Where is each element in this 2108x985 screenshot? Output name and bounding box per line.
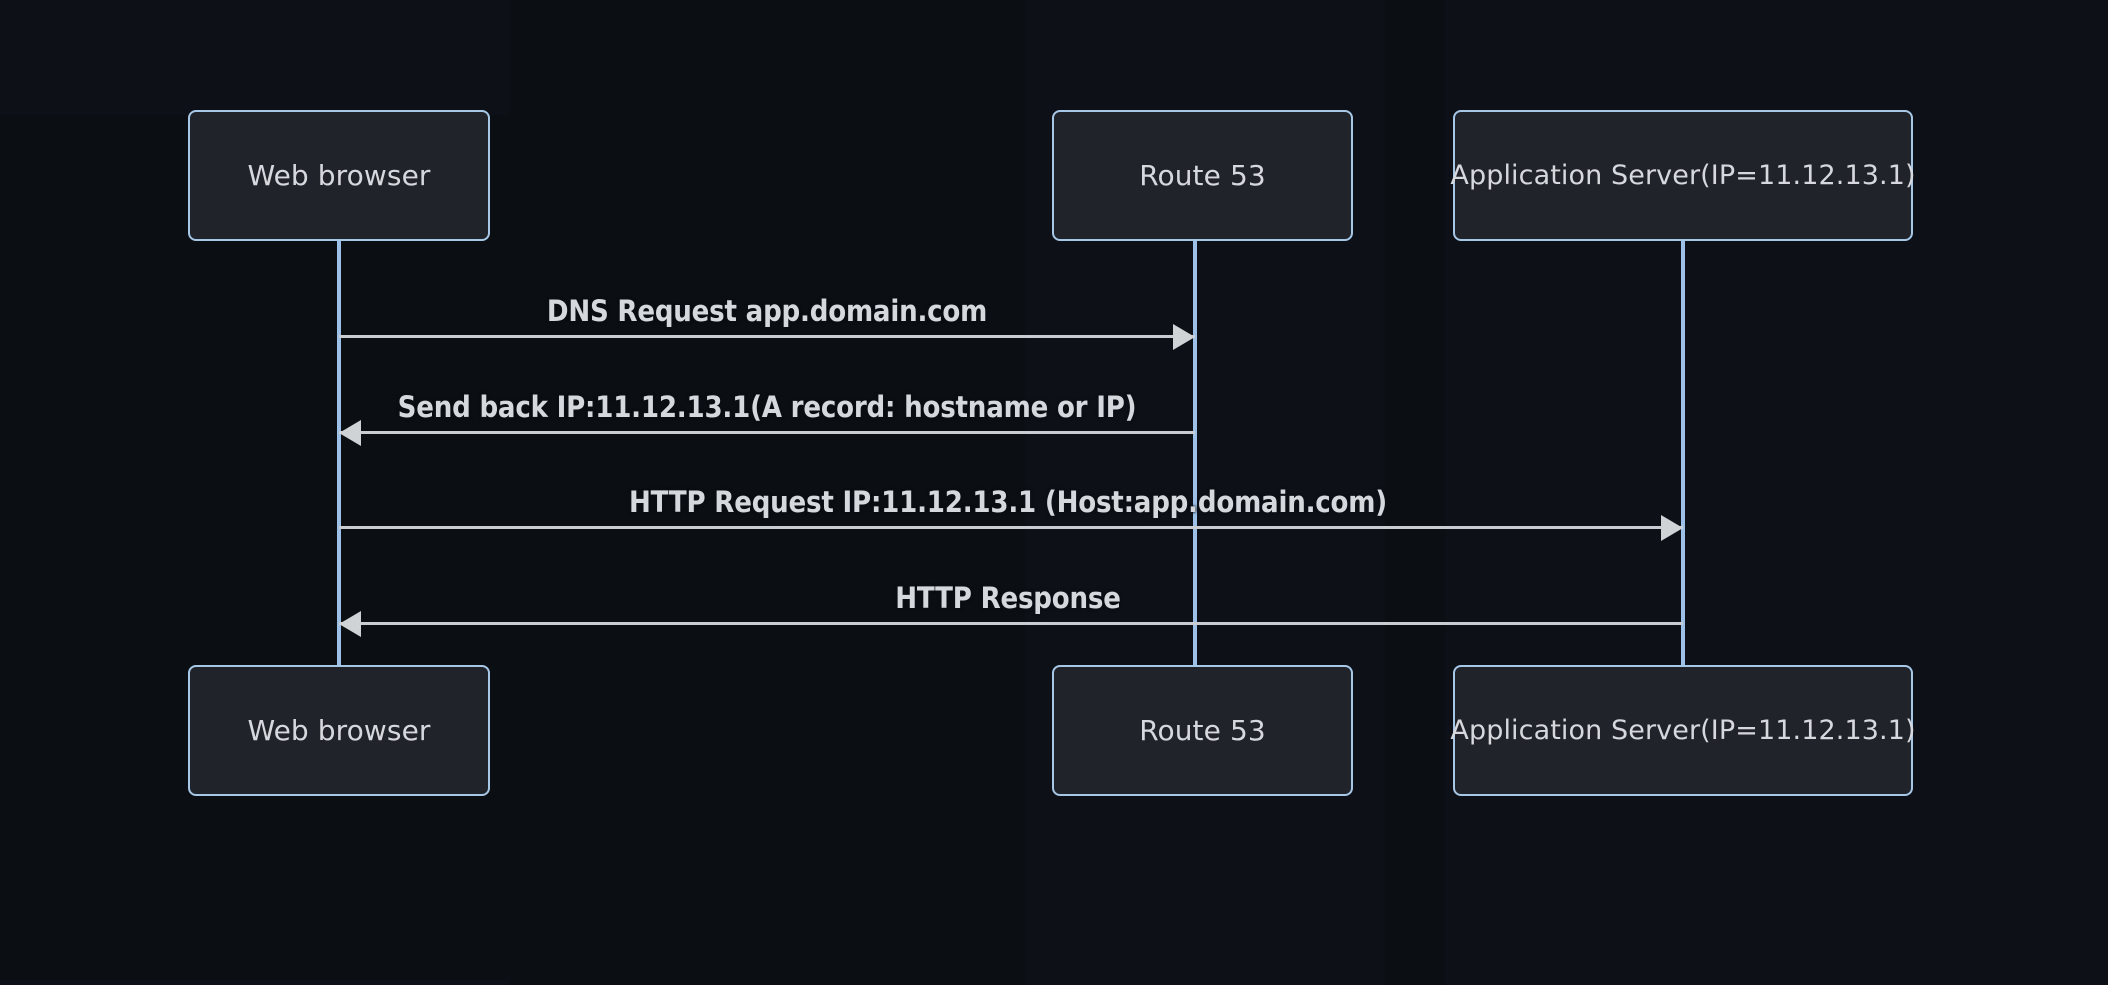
- lifeline-route-53: [1193, 241, 1197, 665]
- participant-box-route-53[interactable]: Route 53: [1052, 110, 1353, 241]
- lifeline-web-browser: [337, 241, 341, 665]
- lifeline-application-server: [1681, 241, 1685, 665]
- participant-label-application-server: Application Server(IP=11.12.13.1): [1450, 160, 1916, 191]
- participant-box-web-browser[interactable]: Web browser: [188, 110, 490, 241]
- participant-box-application-server[interactable]: Application Server(IP=11.12.13.1): [1450, 110, 1916, 241]
- participant-label-application-server-bottom: Application Server(IP=11.12.13.1): [1450, 715, 1916, 746]
- participant-label-web-browser-bottom: Web browser: [247, 714, 431, 747]
- message-label-send-back-ip: Send back IP:11.12.13.1(A record: hostna…: [397, 390, 1137, 424]
- message-line-http-request: [339, 526, 1683, 529]
- message-label-dns-request: DNS Request app.domain.com: [546, 294, 988, 328]
- participant-box-route-53-bottom[interactable]: Route 53: [1052, 665, 1353, 796]
- message-line-send-back-ip: [339, 431, 1195, 434]
- arrow-head-dns-request: [1173, 324, 1195, 350]
- participant-label-web-browser: Web browser: [247, 159, 431, 192]
- arrow-head-send-back-ip: [339, 420, 361, 446]
- participant-label-route-53-bottom: Route 53: [1139, 714, 1266, 747]
- background-patch: [1385, 0, 1445, 985]
- sequence-diagram-canvas: Web browser Route 53 Application Server(…: [188, 110, 1916, 796]
- participant-box-application-server-bottom[interactable]: Application Server(IP=11.12.13.1): [1450, 665, 1916, 796]
- arrow-head-http-request: [1661, 515, 1683, 541]
- message-label-http-request: HTTP Request IP:11.12.13.1 (Host:app.dom…: [629, 485, 1387, 519]
- message-line-http-response: [339, 622, 1683, 625]
- participant-label-route-53: Route 53: [1139, 159, 1266, 192]
- message-line-dns-request: [339, 335, 1195, 338]
- arrow-head-http-response: [339, 611, 361, 637]
- message-label-http-response: HTTP Response: [895, 581, 1121, 615]
- background-patch: [0, 115, 715, 980]
- participant-box-web-browser-bottom[interactable]: Web browser: [188, 665, 490, 796]
